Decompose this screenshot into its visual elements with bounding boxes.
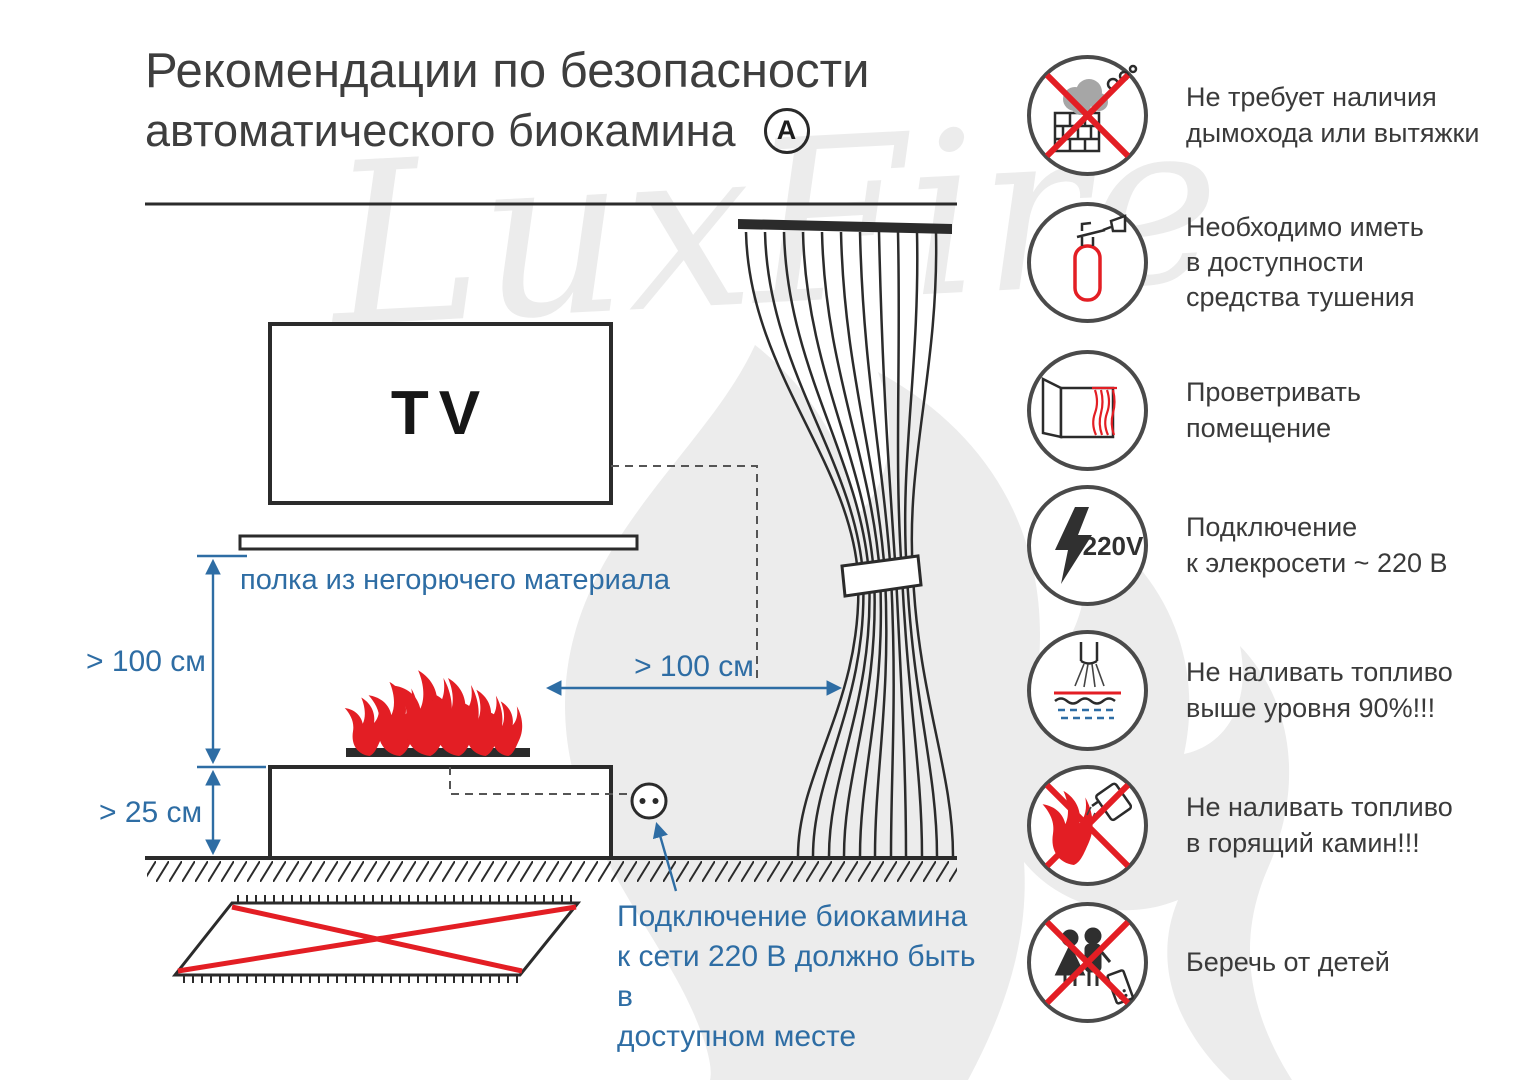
- safety-item-extinguisher: Необходимо иметь в доступности средства …: [1025, 200, 1424, 325]
- safety-item-ventilate: Проветривать помещение: [1025, 348, 1361, 473]
- safety-caption: Необходимо иметь в доступности средства …: [1186, 211, 1424, 313]
- extinguisher-icon: [1027, 202, 1148, 323]
- safety-caption: Проветривать помещение: [1186, 377, 1361, 443]
- dim-label-shelf-distance: > 100 см: [86, 645, 206, 678]
- safety-item-no-refill: Не наливать топливо в горящий камин!!!: [1025, 763, 1453, 888]
- page-title: Рекомендации по безопасности автоматичес…: [145, 44, 869, 157]
- dim-label-base-height: > 25 см: [99, 796, 203, 829]
- safety-caption: Не наливать топливо выше уровня 90%!!!: [1186, 657, 1453, 723]
- open-sash: [1041, 376, 1063, 439]
- circled-a-letter: A: [776, 115, 797, 146]
- title-line2: автоматического биокамина: [145, 104, 736, 156]
- safety-item-no-chimney: Не требует наличия дымохода или вытяжки: [1025, 53, 1479, 178]
- no-chimney-icon: [1027, 55, 1148, 176]
- circled-a-badge: A: [763, 107, 810, 154]
- title-line1: Рекомендации по безопасности: [145, 44, 870, 98]
- safety-item-fuel-level: Не наливать топливо выше уровня 90%!!!: [1025, 628, 1453, 753]
- safety-caption: Беречь от детей: [1186, 946, 1390, 977]
- keep-away-children-icon: [1027, 902, 1148, 1023]
- ventilate-icon: [1027, 350, 1148, 471]
- safety-caption: Не наливать топливо в горящий камин!!!: [1186, 792, 1453, 858]
- safety-caption: Подключение к элекросети ~ 220 В: [1186, 512, 1448, 578]
- red-cross-icon: [1044, 72, 1131, 159]
- no-refill-burning-icon: [1027, 765, 1148, 886]
- voltage-label: 220V: [1083, 531, 1144, 561]
- safety-item-children: Беречь от детей: [1025, 900, 1390, 1025]
- fuel-level-icon: [1027, 630, 1148, 751]
- safety-caption: Не требует наличия дымохода или вытяжки: [1186, 82, 1480, 148]
- power-220v-icon: 220V: [1027, 485, 1148, 606]
- safety-item-power: 220V Подключение к элекросети ~ 220 В: [1025, 483, 1448, 608]
